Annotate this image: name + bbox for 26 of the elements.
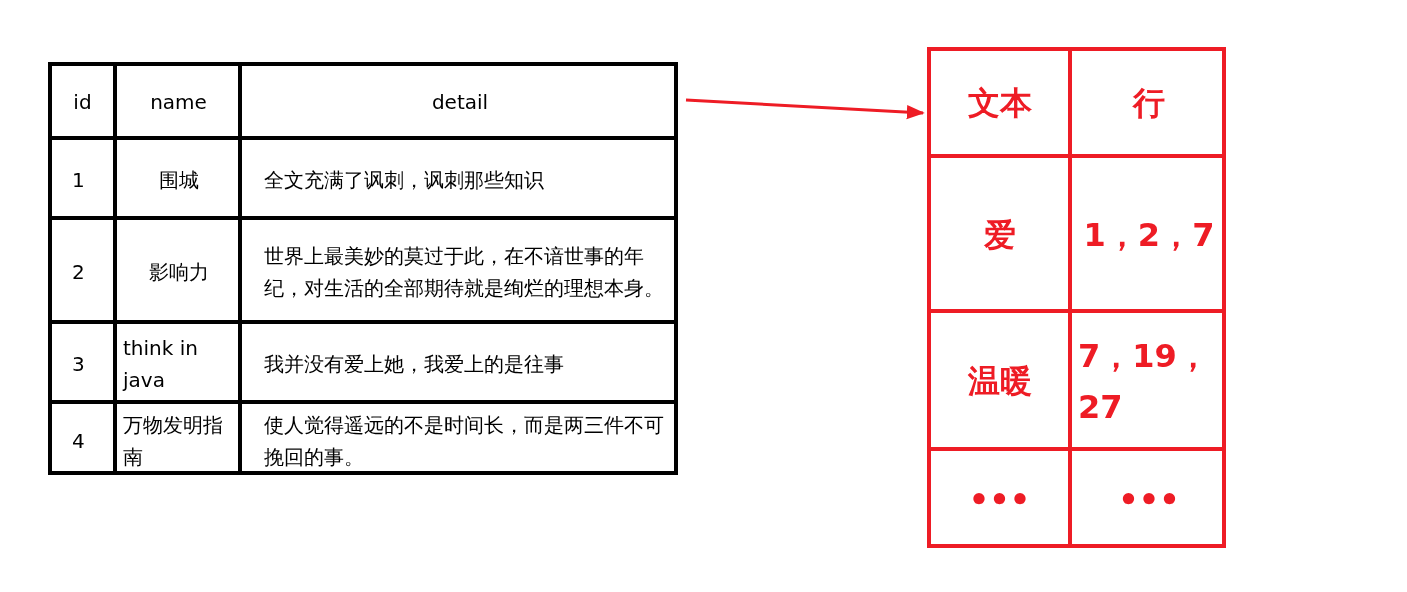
cell-text: 1	[72, 167, 85, 194]
cell-text: 使人觉得遥远的不是时间长，而是两三件不可挽回的事。	[264, 411, 665, 471]
data-table	[48, 62, 678, 475]
column-header: id	[73, 89, 92, 116]
cell-text: 1，2，7	[1083, 214, 1215, 256]
cell-text: •••	[1118, 479, 1180, 521]
column-header: name	[150, 89, 207, 116]
cell-text: 万物发明指南	[123, 411, 224, 471]
cell-text: 围城	[158, 167, 199, 194]
cell-text: 爱	[983, 214, 1016, 256]
cell-text: •••	[968, 479, 1031, 521]
cell-text: 影响力	[148, 259, 209, 286]
cell-text: 温暖	[967, 361, 1032, 403]
data-table	[927, 47, 1226, 548]
cell-text: 全文充满了讽刺，讽刺那些知识	[264, 167, 544, 194]
column-header: 文本	[967, 82, 1032, 124]
cell-text: 4	[72, 427, 85, 455]
column-header: detail	[431, 89, 489, 116]
cell-text: 3	[72, 351, 85, 378]
cell-text: 7，19，27	[1078, 335, 1210, 428]
column-header: 行	[1133, 82, 1165, 124]
cell-text: 我并没有爱上她，我爱上的是往事	[264, 351, 564, 378]
cell-text: 世界上最美妙的莫过于此，在不谙世事的年纪，对生活的全部期待就是绚烂的理想本身。	[264, 243, 665, 302]
cell-text: think in java	[123, 335, 199, 394]
cell-text: 2	[72, 259, 85, 286]
arrow	[685, 98, 925, 120]
